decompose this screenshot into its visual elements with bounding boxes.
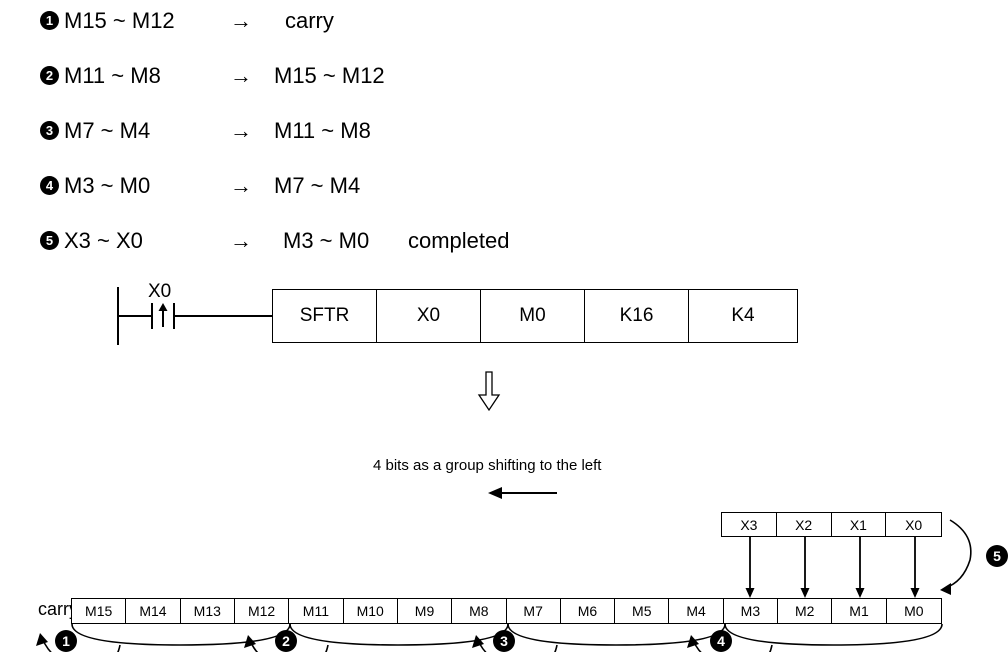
shift-caption: 4 bits as a group shifting to the left [373, 457, 602, 474]
m-bit: M1 [832, 599, 887, 623]
x-register: X3 X2 X1 X0 [721, 512, 942, 537]
m-bit: M11 [289, 599, 344, 623]
step-badge: 5 [40, 231, 59, 250]
step-target: M15 ~ M12 [274, 63, 385, 88]
group-badge-1: 1 [55, 630, 77, 652]
contact-label: X0 [148, 281, 172, 302]
m-bit: M12 [235, 599, 290, 623]
x-bit: X2 [777, 513, 832, 536]
m-bit: M14 [126, 599, 181, 623]
step-target: M7 ~ M4 [274, 173, 361, 198]
group-badge-3: 3 [493, 630, 515, 652]
carry-label: carry [38, 599, 78, 619]
step-source: M7 ~ M4 [64, 118, 151, 143]
m-bit: M13 [181, 599, 235, 623]
m-bit: M15 [72, 599, 127, 623]
group-badge-2: 2 [275, 630, 297, 652]
right-arrow-icon: → [230, 228, 252, 253]
x-bit: X3 [722, 513, 777, 536]
m-bit: M10 [344, 599, 398, 623]
m-bit: M4 [669, 599, 724, 623]
m-register: M15 M14 M13 M12 M11 M10 M9 M8 M7 M6 M5 M… [71, 598, 942, 624]
right-arrow-icon: → [230, 118, 252, 143]
instruction-operand: M0 [481, 290, 585, 342]
step-source: X3 ~ X0 [64, 228, 143, 253]
instruction-operand: X0 [377, 290, 481, 342]
m-bit: M3 [724, 599, 779, 623]
group-badge-5: 5 [986, 545, 1008, 567]
step-target: M3 ~ M0 [283, 228, 370, 253]
right-arrow-icon: → [230, 8, 252, 33]
m-bit: M5 [615, 599, 670, 623]
m-bit: M9 [398, 599, 453, 623]
m-bit: M2 [778, 599, 833, 623]
m-bit: M6 [561, 599, 616, 623]
step-target: M11 ~ M8 [274, 118, 371, 143]
instruction-operand: K16 [585, 290, 689, 342]
sftr-instruction-box: SFTR X0 M0 K16 K4 [272, 289, 798, 343]
x-bit: X0 [905, 516, 923, 533]
step-badge: 1 [40, 11, 59, 30]
group-badge-4: 4 [710, 630, 732, 652]
step-badge: 2 [40, 66, 59, 85]
x-bit: X1 [832, 513, 887, 536]
step-badge: 4 [40, 176, 59, 195]
instruction-operand: K4 [731, 305, 755, 326]
m-bit: M7 [507, 599, 561, 623]
m-bit: M8 [452, 599, 507, 623]
m-bit: M0 [904, 603, 924, 619]
right-arrow-icon: → [230, 63, 252, 88]
step-target: carry [285, 8, 334, 33]
step-note: completed [408, 228, 510, 253]
right-arrow-icon: → [230, 173, 252, 198]
step-source: M11 ~ M8 [64, 63, 161, 88]
instruction-mnemonic: SFTR [273, 290, 377, 342]
step-source: M15 ~ M12 [64, 8, 175, 33]
step-badge: 3 [40, 121, 59, 140]
step-source: M3 ~ M0 [64, 173, 151, 198]
